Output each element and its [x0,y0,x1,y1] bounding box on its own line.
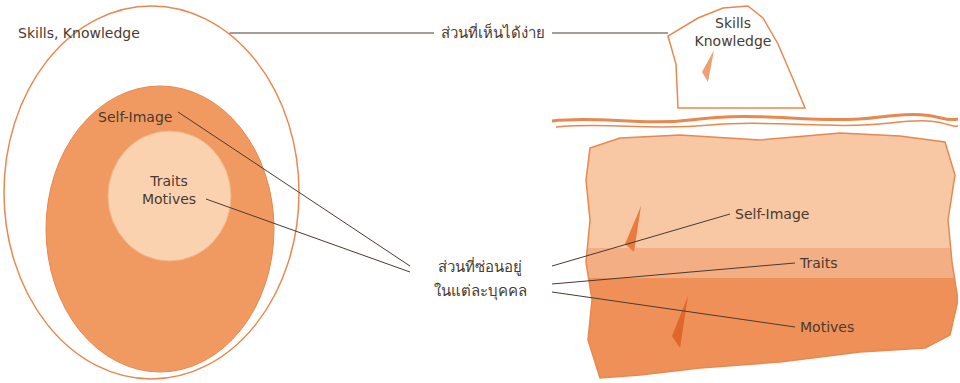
edge-label: ส่วนที่เห็นได้ง่าย [434,24,552,42]
inner-ellipse-outline [108,131,231,261]
leader-line [178,112,410,266]
iceberg-band-outline [586,133,958,248]
side-label: ในแต่ละบุคคล [434,282,527,300]
ice-crack [702,50,714,82]
side-label: ส่วนที่ซ่อนอยู่ [438,258,522,276]
node-text: Motives [800,318,854,336]
iceberg-band-outline [586,248,958,278]
ice-crack [672,296,688,348]
leader-line [552,263,795,284]
leader-line [552,214,730,266]
iceberg-band-shape [585,278,958,380]
leader-line [206,199,410,272]
iceberg-band-outline [586,278,958,378]
node-text: Self-Image [735,205,809,223]
node-text: Skills Knowledge [690,14,776,50]
middle-ellipse-outline [46,86,274,372]
leader-line [552,292,795,327]
node-text: Traits Motives [129,172,209,208]
iceberg-band: Motives [585,278,958,380]
node-text: Traits [800,254,838,272]
water-line [556,121,958,127]
outer-ellipse: Skills, KnowledgeSelf-ImageTraits Motive… [3,5,300,380]
iceberg-band-shape [585,130,958,248]
node-text: Skills, Knowledge [18,24,140,42]
middle-ellipse: Self-ImageTraits Motives [45,85,275,373]
iceberg-tip-outline [668,6,805,108]
inner-ellipse: Traits Motives [107,130,232,262]
node-text: Self-Image [98,108,172,126]
iceberg-band: Self-Image [585,130,958,248]
iceberg-tip: Skills Knowledge [668,4,805,110]
water-line [552,114,958,121]
outer-ellipse-outline [4,6,299,379]
iceberg-band-shape [585,248,958,278]
iceberg-band: Traits [585,248,958,278]
ice-crack [625,206,641,252]
